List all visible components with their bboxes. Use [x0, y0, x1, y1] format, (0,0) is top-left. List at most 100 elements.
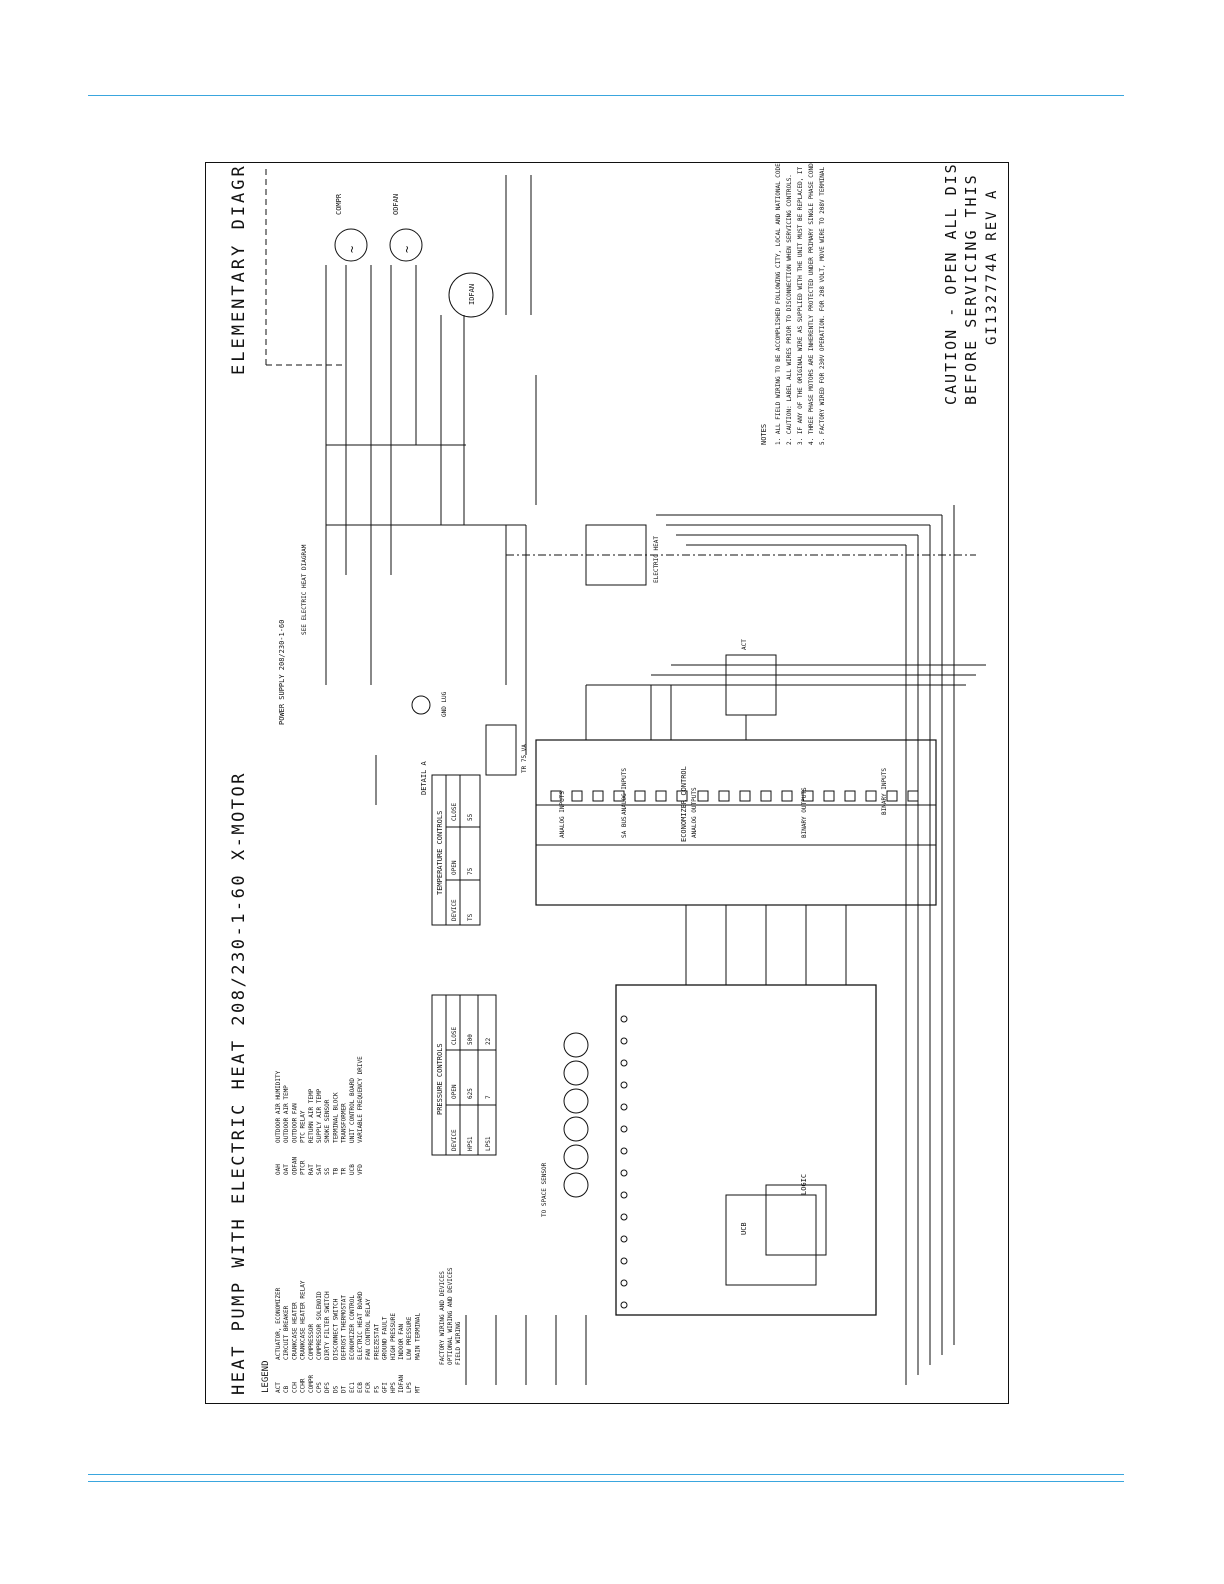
symbol-key-entry: FIELD WIRING — [455, 1321, 462, 1365]
legend-description: SMOKE SENSOR — [324, 1099, 331, 1143]
legend-code: LPS — [406, 1382, 413, 1393]
power-wiring — [265, 165, 537, 755]
econ-wiring — [506, 554, 986, 740]
legend-code: ECB — [357, 1382, 364, 1393]
sensor-symbol — [563, 1172, 589, 1198]
ucb-terminal — [620, 1147, 628, 1155]
econ-terminal — [886, 790, 898, 802]
ucb-terminal — [620, 1169, 628, 1177]
legend-code: GFI — [382, 1382, 389, 1393]
legend-description: GROUND FAULT — [382, 1316, 389, 1360]
sensor-symbol — [563, 1144, 589, 1170]
legend-code: CCH — [291, 1382, 298, 1393]
legend-code: FS — [373, 1385, 380, 1393]
econ-terminal — [592, 790, 604, 802]
legend-description: PTC RELAY — [300, 1110, 307, 1143]
table-cell: 22 — [485, 1037, 492, 1045]
economizer-control: ECONOMIZER CONTROL ANALOG INPUTS SA BUS … — [535, 739, 937, 906]
legend-description: CIRCUIT BREAKER — [283, 1305, 290, 1360]
legend-description: HIGH PRESSURE — [390, 1313, 397, 1360]
header-rule — [88, 95, 1124, 96]
legend-code: CPS — [316, 1382, 323, 1393]
analog-inputs-upper: ANALOG INPUTS — [559, 791, 566, 838]
ucb-terminal — [620, 1257, 628, 1265]
table-cell: 500 — [467, 1034, 474, 1045]
sensor-symbol — [563, 1032, 589, 1058]
legend-heading: LEGEND — [261, 1360, 271, 1393]
ucb-terminal — [620, 1037, 628, 1045]
econ-terminal — [907, 790, 919, 802]
legend-description: UNIT CONTROL BOARD — [349, 1078, 356, 1143]
ucb-terminal — [620, 1191, 628, 1199]
legend-description: OUTDOOR AIR TEMP — [283, 1085, 290, 1143]
legend-code: RAT — [308, 1164, 315, 1175]
legend-code: MT — [414, 1385, 421, 1393]
legend-description: FREEZESTAT — [373, 1323, 380, 1360]
ucb-terminal — [620, 1015, 628, 1023]
note-line: 5. FACTORY WIRED FOR 230V OPERATION. FOR… — [819, 163, 826, 445]
econ-terminal — [655, 790, 667, 802]
diagram-frame: ELEMENTARY DIAGRAM HEAT PUMP WITH ELECTR… — [205, 26, 1009, 1404]
odfan-label: ODFAN — [392, 194, 400, 215]
see-elec-heat-label: SEE ELECTRIC HEAT DIAGRAM — [301, 544, 308, 635]
detail-a-label: DETAIL A — [420, 760, 428, 795]
pressure-table: PRESSURE CONTROLS DEVICEOPENCLOSEHPS1625… — [431, 994, 497, 1156]
legend-code: HPS — [390, 1382, 397, 1393]
temperature-sensors — [563, 1032, 589, 1198]
econ-terminal — [718, 790, 730, 802]
sensor-symbol — [563, 1088, 589, 1114]
sensor-symbol — [563, 1060, 589, 1086]
legend-description: SUPPLY AIR TEMP — [316, 1088, 323, 1143]
sensor-symbol — [563, 1116, 589, 1142]
compressor-label: COMPR — [335, 193, 343, 215]
gnd-lug-label: GND LUG — [441, 691, 448, 717]
legend-code: VFD — [357, 1164, 364, 1175]
table-cell: 75 — [467, 867, 474, 875]
temperature-table: TEMPERATURE CONTROLS DEVICEOPENCLOSETS75… — [431, 774, 481, 926]
table-cell: TS — [467, 913, 474, 921]
note-line: 2. CAUTION: LABEL ALL WIRES PRIOR TO DIS… — [786, 174, 793, 445]
logic-label: LOGIC — [800, 1174, 808, 1195]
table-header: DEVICE — [451, 899, 458, 921]
legend-description: ECONOMIZER CONTROL — [349, 1295, 356, 1360]
econ-terminal — [697, 790, 709, 802]
econ-terminal — [550, 790, 562, 802]
svg-text:~: ~ — [400, 246, 414, 253]
caution-line-2: BEFORE SERVICING THIS UNIT — [962, 163, 980, 405]
electric-heat: ELECTRIC HEAT — [585, 524, 660, 586]
econ-terminal — [571, 790, 583, 802]
legend-description: OUTDOOR FAN — [291, 1103, 298, 1143]
economizer-control-label: ECONOMIZER CONTROL — [680, 766, 688, 842]
caution-block: CAUTION - OPEN ALL DISCONNECTS BEFORE SE… — [942, 74, 1000, 405]
unit-title: HEAT PUMP WITH ELECTRIC HEAT 208/230-1-6… — [229, 771, 249, 1395]
legend-code: OAH — [275, 1164, 282, 1175]
indoor-fan-motor: IDFAN — [448, 272, 494, 318]
legend-code: UCB — [349, 1164, 356, 1175]
legend-code: ACT — [275, 1382, 282, 1393]
ucb-terminal — [620, 1081, 628, 1089]
note-line: 4. THREE PHASE MOTORS ARE INHERENTLY PRO… — [808, 163, 815, 445]
legend-code: TB — [332, 1167, 339, 1175]
legend-description: VARIABLE FREQUENCY DRIVE — [357, 1056, 364, 1143]
caution-line-1: CAUTION - OPEN ALL DISCONNECTS — [942, 163, 960, 405]
legend-description: INDOOR FAN — [398, 1323, 405, 1360]
ucb-terminal — [620, 1279, 628, 1287]
legend-code: SAT — [316, 1164, 323, 1175]
power-supply-label: POWER SUPPLY 208/230-1-60 — [278, 620, 286, 725]
note-line: 1. ALL FIELD WIRING TO BE ACCOMPLISHED F… — [775, 163, 782, 445]
transformer-label: TR 75 VA — [521, 744, 528, 773]
pressure-table-title: PRESSURE CONTROLS — [436, 1043, 444, 1115]
legend-code: EC1 — [349, 1382, 356, 1393]
svg-text:~: ~ — [345, 246, 359, 253]
actuator: ACT — [725, 639, 777, 716]
table-cell: HPS1 — [467, 1136, 474, 1151]
econ-terminal — [676, 790, 688, 802]
idfan-label: IDFAN — [468, 284, 476, 305]
binary-inputs-label: BINARY INPUTS — [881, 768, 888, 815]
econ-terminal — [739, 790, 751, 802]
legend-description: CRANKCASE HEATER — [291, 1302, 298, 1360]
ucb-terminal — [620, 1103, 628, 1111]
compressor: ~ COMPR — [334, 193, 368, 262]
ucb-terminal — [620, 1301, 628, 1309]
